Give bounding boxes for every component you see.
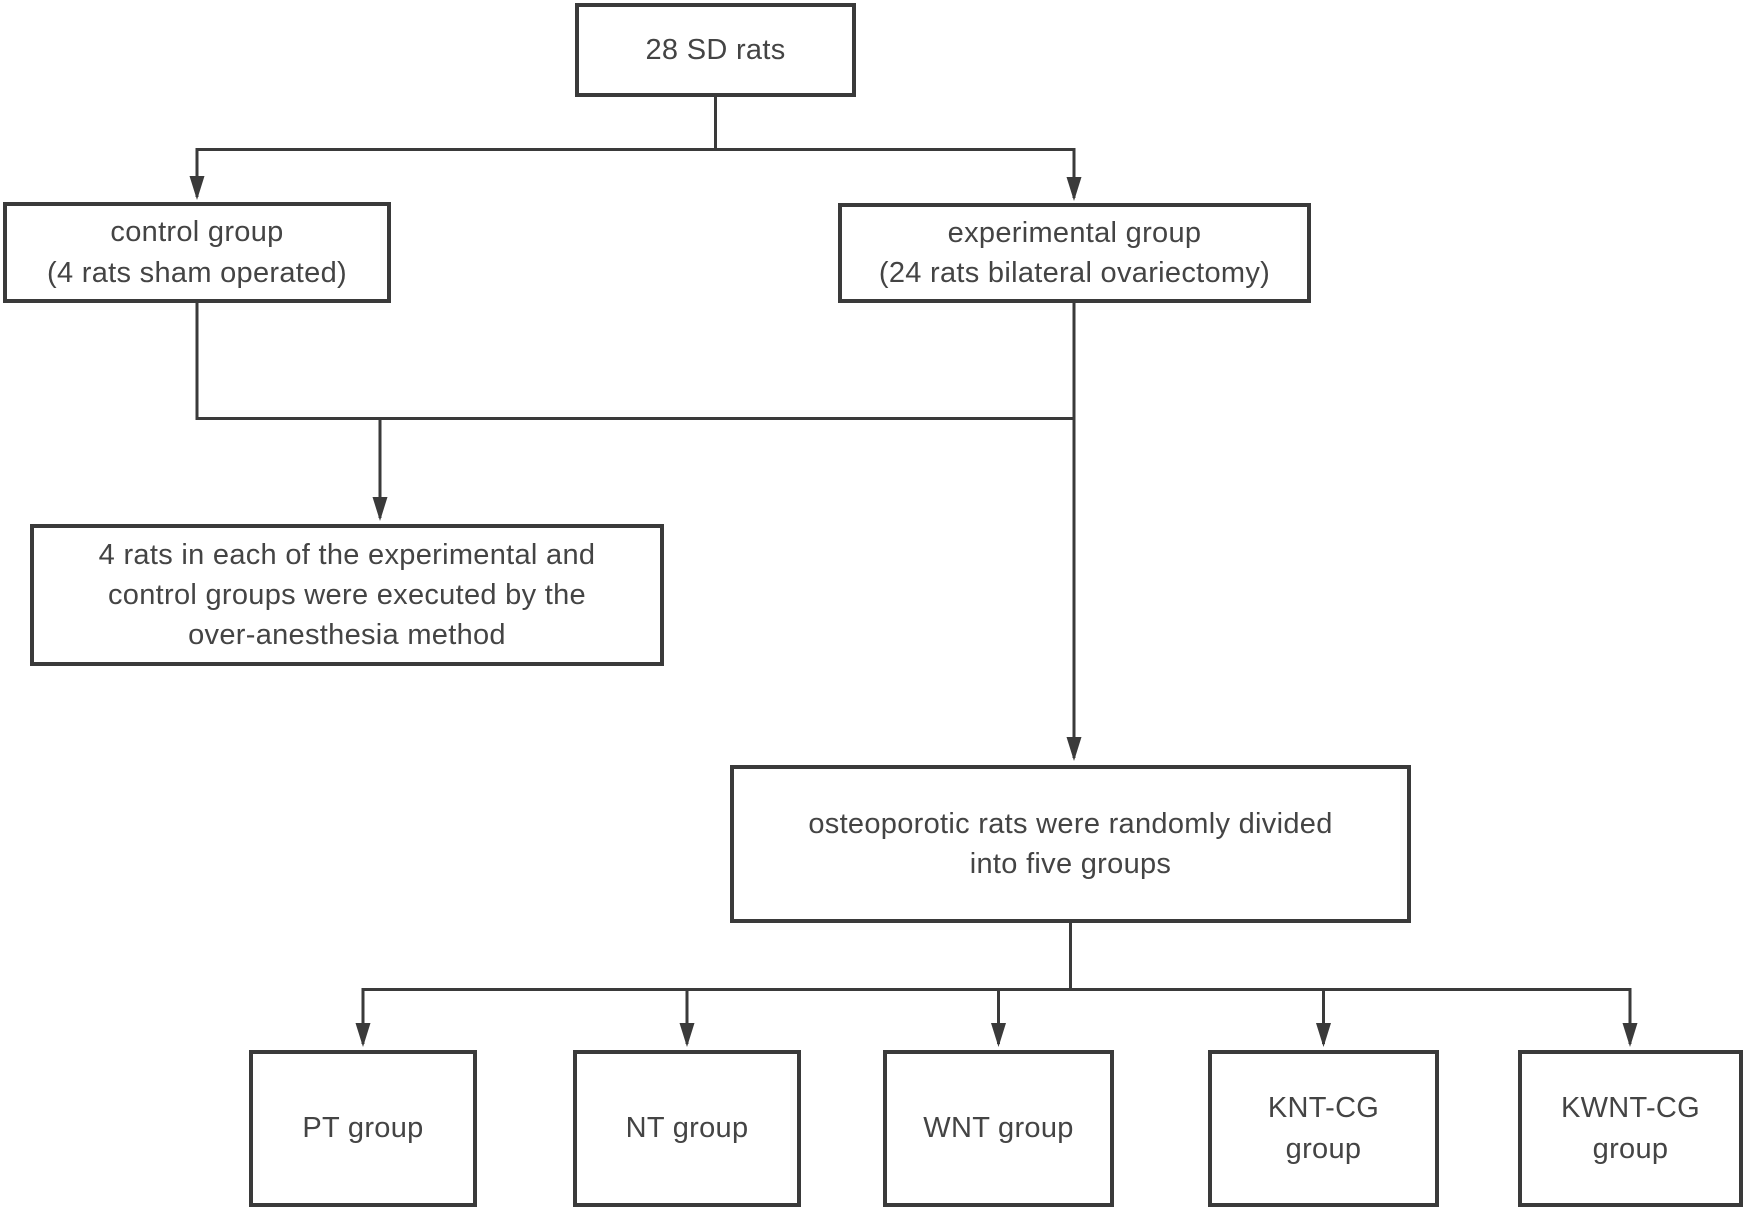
- node-pt-group: PT group: [249, 1050, 477, 1207]
- node-executed-rats: 4 rats in each of the experimental and c…: [30, 524, 664, 666]
- node-knt-cg-group: KNT-CG group: [1208, 1050, 1439, 1207]
- node-nt-group: NT group: [573, 1050, 801, 1207]
- node-wnt-group: WNT group: [883, 1050, 1114, 1207]
- node-total-rats: 28 SD rats: [575, 3, 856, 97]
- node-kwnt-cg-group: KWNT-CG group: [1518, 1050, 1743, 1207]
- connector-merge-bar: [195, 303, 1074, 420]
- node-experimental-group: experimental group (24 rats bilateral ov…: [838, 203, 1311, 303]
- node-randomly-divided: osteoporotic rats were randomly divided …: [730, 765, 1411, 923]
- node-control-group: control group (4 rats sham operated): [3, 202, 391, 303]
